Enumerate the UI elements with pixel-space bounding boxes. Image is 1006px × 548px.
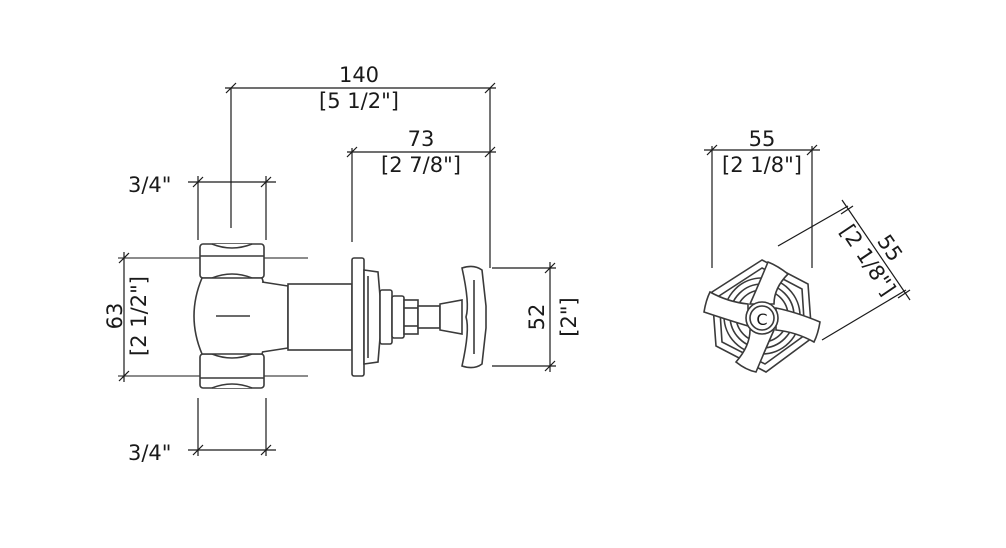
handle-arm-bottom	[734, 329, 776, 373]
dim-thread-bottom: 3/4"	[128, 398, 276, 465]
dim-front-mm: 55	[749, 127, 776, 151]
handle-cap-inner	[749, 305, 775, 331]
dim-overall-length: 140 [5 1/2"]	[225, 63, 496, 268]
dim-thread-top-label: 3/4"	[128, 173, 171, 197]
dim-handle-in: [2"]	[557, 297, 581, 336]
cross-handle-side	[461, 265, 487, 369]
dim-overall-mm: 140	[339, 63, 379, 87]
dim-handle-height: 52 [2"]	[492, 262, 581, 372]
dim-handle-depth: 73 [2 7/8"]	[346, 127, 496, 242]
dim-front-in: [2 1/8"]	[722, 153, 802, 177]
bonnet	[379, 289, 463, 345]
dim-height-in: [2 1/2"]	[127, 276, 151, 356]
dim-height-mm: 63	[103, 303, 127, 330]
handle-arm-top	[748, 260, 790, 305]
dim-depth-mm: 73	[408, 127, 435, 151]
hex-nut-top	[199, 243, 265, 279]
flange-collar	[363, 269, 381, 365]
dim-overall-in: [5 1/2"]	[319, 89, 399, 113]
handle-arm-left	[703, 290, 749, 328]
cross-handle-front	[703, 260, 821, 373]
dim-thread-bottom-label: 3/4"	[128, 441, 171, 465]
front-view: C 55 [2 1/8"] 55 [2 1/8"]	[703, 127, 911, 373]
dim-flange-height: 63 [2 1/2"]	[103, 252, 151, 382]
valve-body	[193, 277, 289, 355]
wall-flange	[351, 257, 365, 377]
dim-thread-top: 3/4"	[128, 173, 276, 240]
handle-cap-letter: C	[756, 310, 767, 329]
side-view: 140 [5 1/2"] 73 [2 7/8"] 3/4"	[103, 63, 581, 465]
dim-depth-in: [2 7/8"]	[381, 153, 461, 177]
handle-arm-right	[775, 307, 821, 344]
stem-tube	[287, 283, 353, 351]
dim-handle-mm: 52	[525, 304, 549, 331]
hex-nut-bottom	[199, 353, 265, 389]
dim-front-width: 55 [2 1/8"]	[704, 127, 820, 268]
